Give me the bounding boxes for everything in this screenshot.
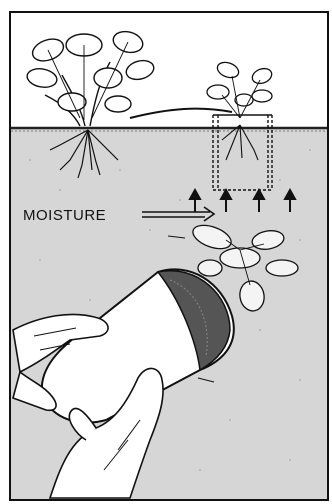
moisture-label: MOISTURE [23, 207, 106, 224]
